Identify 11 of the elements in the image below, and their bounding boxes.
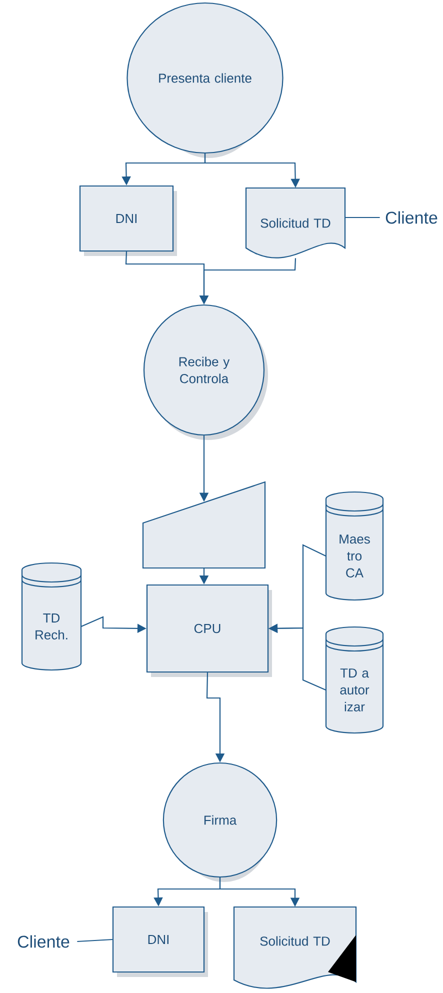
process-box: DNI [112,906,208,977]
label-text: Cliente [18,935,70,948]
database-cylinder: TD a autor izar [325,626,384,734]
database-cylinder: Maes tro CA [325,491,384,601]
manual-input-shape [142,481,266,569]
process-box: DNI [79,185,177,256]
process-box: CPU [146,584,272,677]
label-text: Cliente [386,211,438,224]
connector-line [345,216,380,218]
connector-line [77,938,112,942]
database-cylinder: TD Rech. [21,562,82,671]
